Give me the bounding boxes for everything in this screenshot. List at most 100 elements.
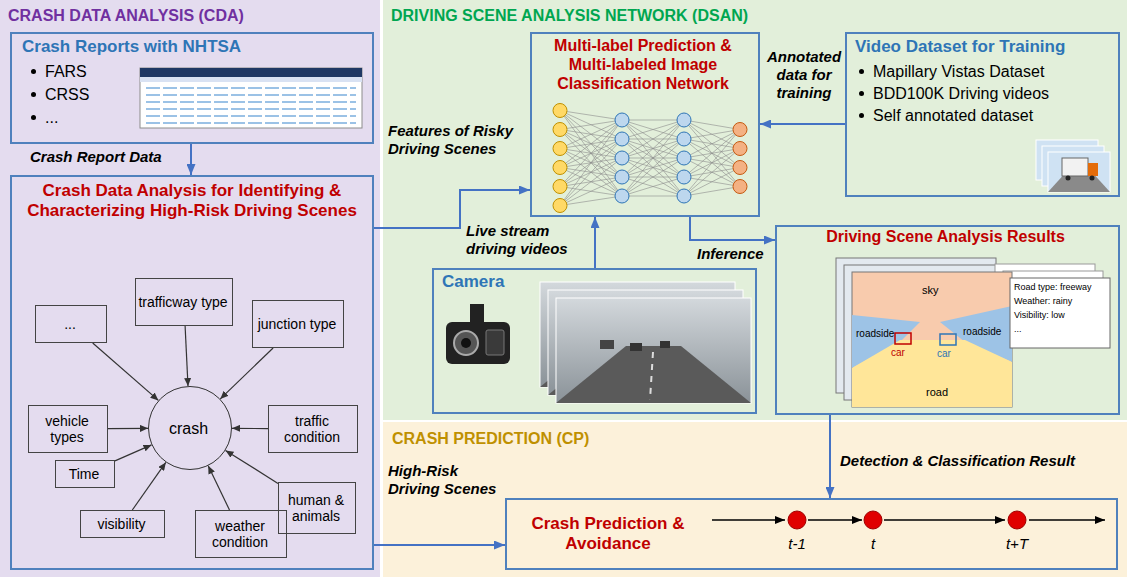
factor-box: human & animals — [278, 482, 356, 534]
network-link — [684, 120, 740, 168]
text-slot: traffic condition — [271, 413, 353, 445]
scene-label: roadside — [856, 328, 901, 339]
dashcam-icon — [446, 304, 510, 364]
network-link — [560, 120, 622, 130]
text-slot: vehicle types — [31, 413, 103, 445]
network-link — [622, 120, 684, 121]
network-link — [560, 120, 622, 149]
text-slot: trafficway type — [138, 294, 228, 310]
scene-label: car — [891, 347, 916, 358]
camera-frames — [540, 282, 751, 403]
dashcam-icon-part — [470, 304, 484, 324]
truck-photo — [1036, 140, 1110, 192]
box-title: Crash Prediction & Avoidance — [513, 514, 703, 555]
factor-arrow — [185, 326, 188, 386]
bullet-dot — [31, 69, 36, 74]
network-link — [622, 120, 684, 158]
crash-circle: crash — [148, 386, 232, 470]
edge-label: High-Risk Driving Scenes — [388, 462, 502, 498]
box-title: Multi-label Prediction & Multi-labeled I… — [534, 36, 752, 94]
panel-title: CRASH DATA ANALYSIS (CDA) — [8, 6, 373, 25]
process-box: Crash Reports with NHTSAFARSCRSS... — [10, 32, 374, 144]
network-neuron — [615, 170, 629, 184]
text-slot: Crash Reports with NHTSA — [22, 37, 362, 57]
network-link — [622, 120, 684, 177]
flow-arrow — [690, 217, 775, 240]
time-label: t+T — [997, 536, 1037, 553]
network-neuron — [733, 180, 747, 194]
factor-arrow — [220, 348, 273, 399]
bullet-text: Self annotated dataset — [873, 106, 1113, 125]
factor-box: traffic condition — [268, 405, 358, 453]
network-link — [684, 120, 740, 130]
factor-box: visibility — [80, 510, 165, 538]
panel-ground-part — [383, 0, 1127, 420]
timeline-part — [884, 519, 1005, 521]
network-link — [684, 130, 740, 159]
network-link — [622, 120, 684, 196]
text-slot: car — [937, 348, 962, 359]
camera-frames-part — [556, 346, 751, 403]
network-neuron — [677, 170, 691, 184]
network-link — [560, 196, 622, 206]
truck-photo-part — [1062, 158, 1088, 176]
edge-label: Annotated data for training — [765, 48, 843, 102]
segmentation-frames-part — [1010, 278, 1110, 348]
edge-label: Detection & Classification Result — [840, 452, 1115, 470]
network-link — [684, 130, 740, 178]
process-box: Multi-label Prediction & Multi-labeled I… — [530, 32, 760, 217]
network-link — [560, 177, 622, 206]
scene-label: road — [926, 386, 956, 398]
text-slot: t-1 — [777, 536, 817, 553]
text-slot: Weather: rainy — [1014, 297, 1108, 307]
text-slot: ... — [38, 316, 102, 332]
edge-label: Features of Risky Driving Scenes — [388, 122, 523, 158]
timeline-part — [1029, 519, 1105, 521]
scene-label: Visibility: low — [1014, 311, 1108, 321]
text-slot: Time — [58, 466, 110, 482]
scene-label: car — [937, 348, 962, 359]
network-neuron — [615, 132, 629, 146]
timeline-part — [864, 511, 882, 529]
box-title: Crash Data Analysis for Identifying & Ch… — [25, 181, 359, 222]
network-link — [560, 111, 622, 197]
network-link — [684, 130, 740, 140]
timeline-part — [788, 511, 806, 529]
network-link — [560, 111, 622, 159]
neural-net-icon — [553, 104, 747, 213]
network-link — [622, 120, 684, 177]
network-link — [684, 168, 740, 197]
section-panel: CRASH PREDICTION (CP) Crash Prediction & … — [383, 422, 1127, 577]
segmentation-frames-part — [852, 340, 1012, 407]
network-neuron — [677, 151, 691, 165]
report-screenshot-part — [146, 108, 356, 110]
text-slot: weather condition — [198, 518, 282, 550]
text-slot: Crash Prediction & Avoidance — [513, 514, 703, 555]
text-slot: DRIVING SCENE ANALYSIS NETWORK (DSAN) — [391, 6, 891, 25]
network-link — [622, 158, 684, 196]
process-box: Camera — [432, 268, 757, 414]
section-panel: CRASH DATA ANALYSIS (CDA) Crash Reports w… — [0, 0, 380, 577]
box-title: Crash Reports with NHTSA — [22, 37, 362, 57]
report-screenshot — [140, 68, 362, 128]
network-link — [622, 139, 684, 196]
factor-text: trafficway type — [138, 294, 228, 310]
circle-text: crash — [151, 419, 227, 438]
timeline — [712, 511, 1105, 529]
network-link — [684, 130, 740, 197]
bullet-text: FARS — [45, 62, 140, 81]
network-link — [684, 120, 740, 187]
bullet-text: ... — [45, 108, 140, 127]
network-neuron — [733, 161, 747, 175]
bullet-dot — [859, 69, 864, 74]
panel-title: CRASH PREDICTION (CP) — [392, 429, 792, 448]
factor-box: Time — [55, 460, 115, 488]
report-screenshot-part — [146, 115, 356, 117]
text-slot: FARS — [45, 62, 140, 81]
factor-arrow — [108, 428, 148, 430]
factor-arrow — [232, 428, 268, 430]
timeline-part — [808, 519, 862, 521]
scene-label: Weather: rainy — [1014, 297, 1108, 307]
text-slot: Detection & Classification Result — [840, 452, 1115, 470]
segmentation-frames — [836, 258, 1110, 407]
